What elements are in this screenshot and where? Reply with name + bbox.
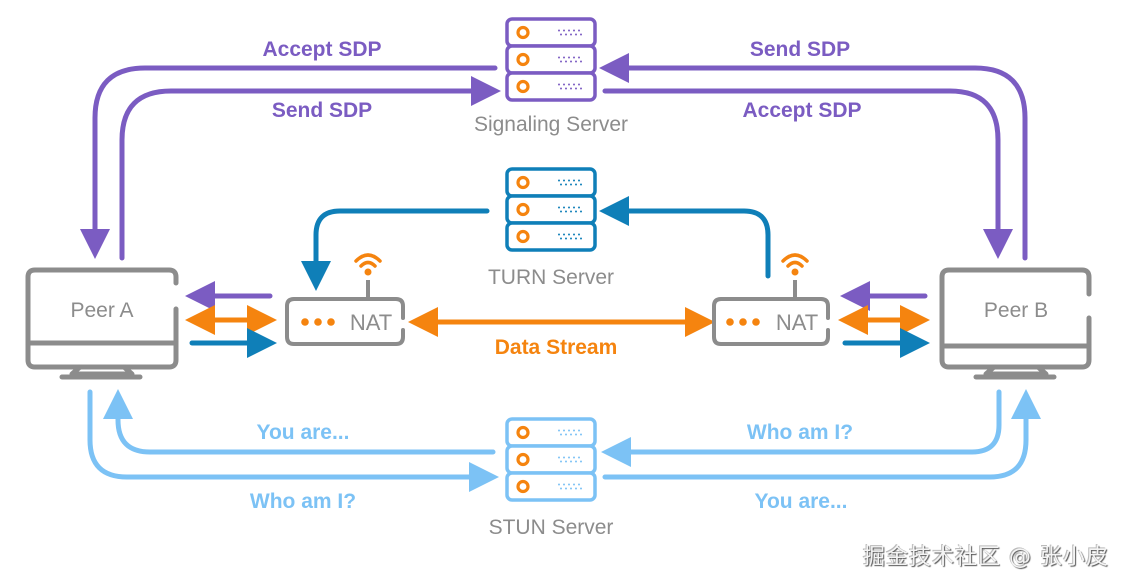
server-unit bbox=[505, 417, 597, 448]
server-unit bbox=[505, 444, 597, 475]
turn-server-label: TURN Server bbox=[488, 266, 614, 289]
who-am-i-left-label: Who am I? bbox=[250, 490, 356, 513]
status-led-icon bbox=[516, 25, 530, 40]
server-unit bbox=[505, 221, 597, 252]
turn-left-path bbox=[301, 208, 490, 291]
send-sdp-left-label: Send SDP bbox=[272, 99, 372, 122]
server-unit bbox=[505, 194, 597, 225]
peer-b-nat-arrows bbox=[838, 281, 930, 358]
status-led-icon bbox=[516, 229, 530, 244]
you-are-left-label: You are... bbox=[257, 421, 350, 444]
nat-left-router-icon bbox=[285, 253, 405, 346]
nat-right-label: NAT bbox=[776, 310, 818, 335]
accept-sdp-right-label: Accept SDP bbox=[742, 99, 861, 122]
accept-sdp-left-label: Accept SDP bbox=[262, 38, 381, 61]
peer-b-label: Peer B bbox=[984, 299, 1048, 322]
peer-b-monitor-icon bbox=[939, 267, 1092, 380]
server-unit bbox=[505, 471, 597, 502]
server-unit bbox=[505, 71, 597, 102]
you-are-to-peer-b-arrow bbox=[602, 389, 1041, 480]
status-led-icon bbox=[516, 52, 530, 67]
stun-server-icon bbox=[505, 417, 597, 502]
server-unit bbox=[505, 17, 597, 48]
wifi-icon bbox=[781, 253, 809, 276]
send-sdp-right-label: Send SDP bbox=[750, 38, 850, 61]
you-are-to-peer-a-arrow bbox=[103, 389, 496, 455]
signaling-server-icon bbox=[505, 17, 597, 102]
turn-right-path bbox=[599, 196, 771, 279]
peer-a-monitor-icon bbox=[25, 267, 179, 380]
peer-a-label: Peer A bbox=[70, 299, 133, 322]
send-sdp-from-peer-b-arrow bbox=[599, 53, 1028, 261]
nat-left-label: NAT bbox=[350, 310, 392, 335]
accept-sdp-to-peer-b-arrow bbox=[602, 88, 1013, 259]
status-led-icon bbox=[516, 202, 530, 217]
status-led-icon bbox=[516, 452, 530, 467]
peer-a-nat-arrows bbox=[185, 281, 277, 358]
status-led-icon bbox=[516, 425, 530, 440]
status-led-icon bbox=[516, 175, 530, 190]
signaling-paths bbox=[80, 53, 1028, 261]
watermark: 掘金技术社区 @ 张小皮 bbox=[863, 545, 1109, 570]
stun-server-label: STUN Server bbox=[489, 516, 614, 539]
status-led-icon bbox=[516, 79, 530, 94]
server-unit bbox=[505, 167, 597, 198]
you-are-right-label: You are... bbox=[755, 490, 848, 513]
nat-right-router-icon bbox=[712, 253, 830, 346]
server-unit bbox=[505, 44, 597, 75]
turn-paths bbox=[301, 196, 771, 291]
who-am-i-right-label: Who am I? bbox=[747, 421, 853, 444]
accept-sdp-to-peer-a-arrow bbox=[80, 65, 498, 259]
stun-paths bbox=[87, 389, 1041, 492]
send-sdp-from-peer-a-arrow bbox=[119, 76, 501, 261]
status-led-icon bbox=[516, 479, 530, 494]
who-am-i-from-peer-b-arrow bbox=[601, 389, 1002, 467]
who-am-i-from-peer-a-arrow bbox=[87, 389, 499, 492]
turn-server-icon bbox=[505, 167, 597, 252]
data-stream-label: Data Stream bbox=[495, 336, 618, 359]
wifi-icon bbox=[354, 253, 382, 276]
signaling-server-label: Signaling Server bbox=[474, 113, 628, 136]
